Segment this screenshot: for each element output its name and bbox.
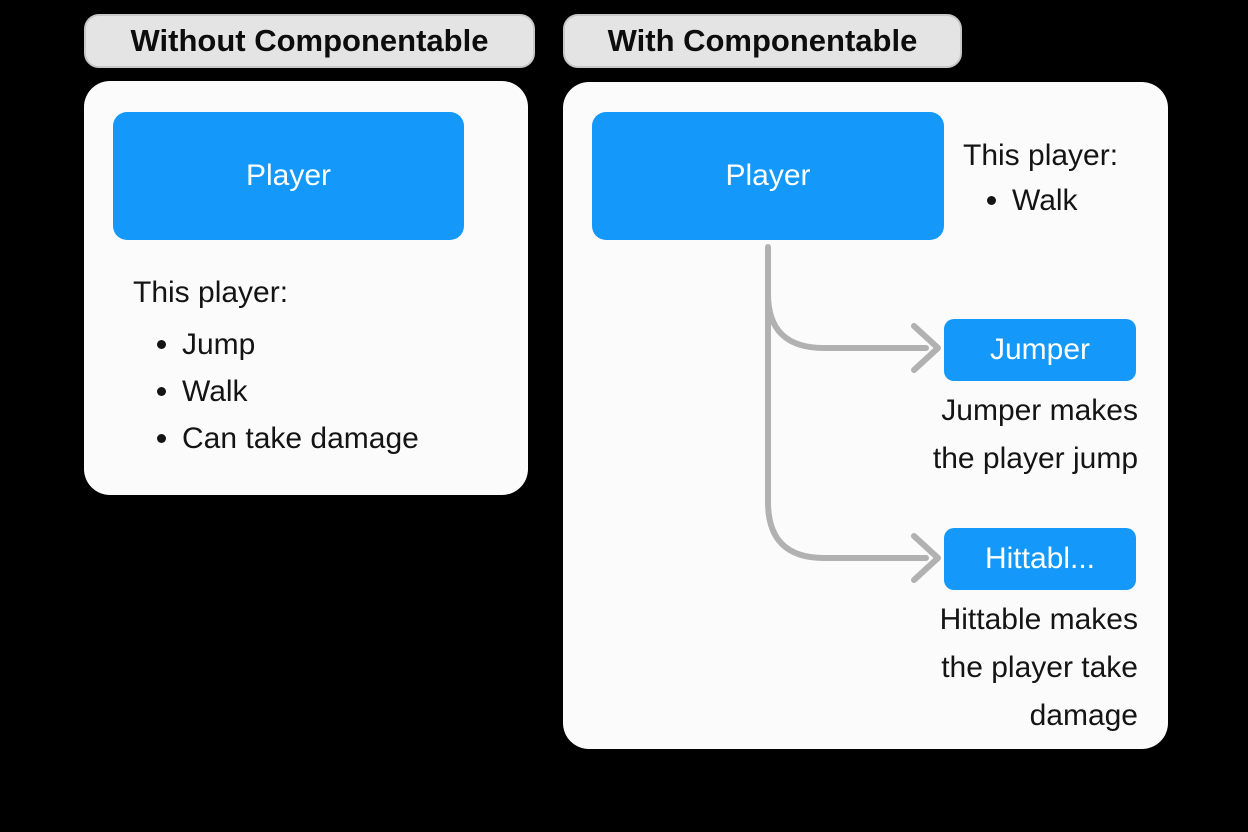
hittable-caption-line: damage [1029,699,1138,732]
player-node-left-label: Player [245,159,332,192]
player-node-right-label: Player [725,159,811,192]
bullet-dot-icon [157,387,166,396]
left-title-label: Without Componentable [130,23,489,58]
jumper-caption-line: the player jump [932,442,1138,475]
jumper-component-node: Jumper [944,319,1136,381]
bullet-dot-icon [157,340,166,349]
hittable-caption-line: the player take [941,651,1138,684]
hittable-caption-line: Hittable makes [939,603,1138,636]
hittable-node-label: Hittabl... [984,542,1096,575]
left-list-intro: This player: [133,276,289,309]
right-title-pill: With Componentable [563,14,962,68]
list-item-label: Jump [182,327,256,361]
hittable-caption: Hittable makes the player take damage [940,596,1138,740]
right-title-label: With Componentable [607,23,918,58]
list-item-label: Can take damage [182,421,419,455]
list-item-label: Walk [182,374,248,408]
bullet-dot-icon [987,196,996,205]
left-title-pill: Without Componentable [84,14,535,68]
hittable-component-node: Hittabl... [944,528,1136,590]
jumper-caption: Jumper makes the player jump [933,387,1138,483]
list-item: Walk [133,368,419,415]
list-item-label: Walk [1012,183,1078,217]
player-node-left: Player [113,112,464,240]
right-capability-list: Walk [963,177,1078,224]
right-list-intro: This player: [963,139,1119,172]
list-item: Walk [963,177,1078,224]
bullet-dot-icon [157,434,166,443]
player-node-right: Player [592,112,944,240]
left-capability-list: Jump Walk Can take damage [133,321,419,462]
jumper-node-label: Jumper [989,333,1091,366]
list-item: Jump [133,321,419,368]
jumper-caption-line: Jumper makes [941,394,1138,427]
list-item: Can take damage [133,415,419,462]
